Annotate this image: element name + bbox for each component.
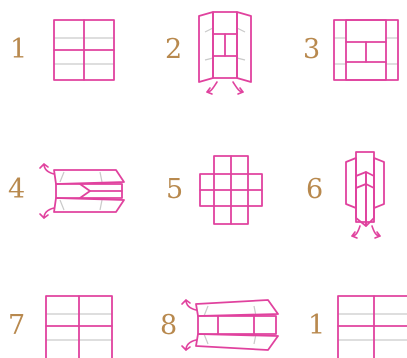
- step-number: 4: [8, 176, 25, 203]
- square-cross-figure: [42, 292, 116, 358]
- wide-horizontal-fold-figure: [172, 294, 284, 354]
- step-number: 1: [308, 312, 325, 339]
- plus-cross-figure: [196, 150, 266, 230]
- step-number: 5: [166, 176, 183, 203]
- step-number: 1: [10, 36, 27, 63]
- step-number: 6: [306, 176, 323, 203]
- horizontal-fold-figure: [36, 160, 128, 222]
- vertical-fold-figure: [195, 8, 255, 96]
- square-cross-figure: [334, 292, 407, 358]
- step-number: 2: [165, 36, 182, 63]
- step-number: 7: [8, 312, 25, 339]
- square-center-rect-figure: [330, 16, 402, 84]
- step-number: 3: [303, 36, 320, 63]
- narrow-vertical-fold-figure: [342, 148, 388, 244]
- square-cross-figure: [50, 16, 120, 84]
